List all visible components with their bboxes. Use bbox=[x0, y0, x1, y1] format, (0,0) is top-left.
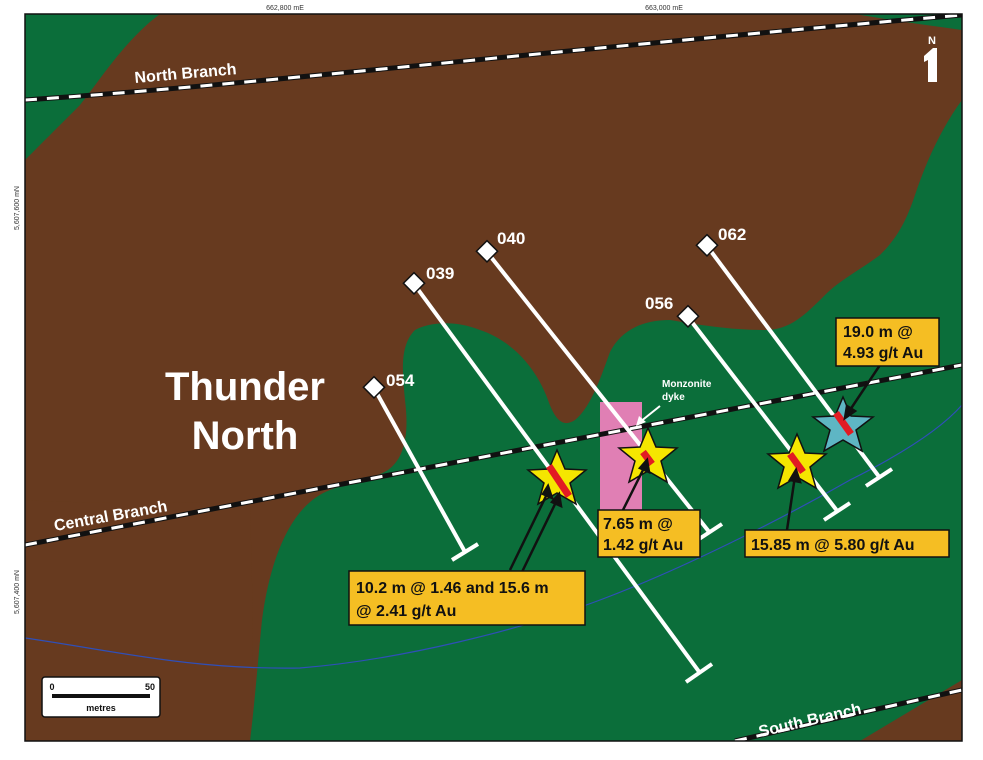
region-label-line2: North bbox=[192, 414, 299, 458]
hole-label-062: 062 bbox=[718, 225, 746, 244]
callout-040-line1: 7.65 m @ bbox=[603, 516, 673, 533]
collar-marker-039 bbox=[402, 271, 426, 295]
fault-central-branch bbox=[25, 362, 962, 548]
scale-bar-min: 0 bbox=[49, 682, 54, 692]
hole-label-040: 040 bbox=[497, 229, 525, 248]
intercept-star-039 bbox=[526, 448, 588, 506]
green-unit-northwest bbox=[25, 14, 160, 160]
hole-label-039: 039 bbox=[426, 264, 454, 283]
callout-intercept-039: 10.2 m @ 1.46 and 15.6 m @ 2.41 g/t Au bbox=[348, 570, 586, 626]
callout-039-line1: 10.2 m @ 1.46 and 15.6 m bbox=[356, 580, 549, 597]
intercept-segment-039 bbox=[546, 464, 572, 498]
collar-marker-062 bbox=[695, 233, 719, 257]
map-frame bbox=[24, 13, 963, 742]
callout-intercept-056: 15.85 m @ 5.80 g/t Au bbox=[744, 529, 950, 558]
callout-040-line2: 1.42 g/t Au bbox=[603, 537, 683, 554]
callout-intercept-040: 7.65 m @ 1.42 g/t Au bbox=[597, 509, 701, 558]
northing-label-5607400: 5,607,400 mN bbox=[14, 570, 21, 614]
intercept-star-062 bbox=[810, 395, 876, 453]
northing-label-5607600: 5,607,600 mN bbox=[14, 186, 21, 230]
easting-label-662800: 662,800 mE bbox=[266, 5, 304, 12]
hole-label-054: 054 bbox=[386, 371, 415, 390]
intercept-segment-062 bbox=[833, 410, 854, 437]
drill-hole-054[interactable] bbox=[362, 375, 480, 562]
dyke-label-arrow bbox=[636, 405, 661, 426]
north-arrow-label: N bbox=[928, 35, 936, 47]
fault-south-branch bbox=[734, 687, 962, 741]
leader-lines bbox=[508, 364, 882, 573]
callout-intercept-062: 19.0 m @ 4.93 g/t Au bbox=[835, 317, 940, 367]
dyke-label-line1: Monzonite bbox=[662, 379, 712, 390]
dyke-label-line2: dyke bbox=[662, 392, 685, 403]
intercept-segment-056 bbox=[787, 451, 806, 475]
region-label-line1: Thunder bbox=[165, 365, 325, 409]
callout-062-line2: 4.93 g/t Au bbox=[843, 345, 923, 362]
callout-039-line2: @ 2.41 g/t Au bbox=[356, 603, 456, 620]
scale-bar-unit: metres bbox=[86, 703, 116, 713]
callout-056-line1: 15.85 m @ 5.80 g/t Au bbox=[751, 537, 915, 554]
collar-marker-056 bbox=[676, 304, 700, 328]
north-arrow: N bbox=[924, 35, 937, 82]
easting-label-663000: 663,000 mE bbox=[645, 5, 683, 12]
scale-bar[interactable]: 0 50 metres bbox=[41, 676, 161, 718]
collar-marker-040 bbox=[475, 239, 499, 263]
drill-hole-040[interactable] bbox=[475, 239, 724, 543]
scale-bar-max: 50 bbox=[145, 682, 155, 692]
fault-north-branch bbox=[25, 14, 962, 103]
collar-marker-054 bbox=[362, 375, 386, 399]
callout-062-line1: 19.0 m @ bbox=[843, 324, 913, 341]
map-body: 10.2 m @ 1.46 and 15.6 m @ 2.41 g/t Au 7… bbox=[25, 14, 962, 741]
hole-label-056: 056 bbox=[645, 294, 673, 313]
